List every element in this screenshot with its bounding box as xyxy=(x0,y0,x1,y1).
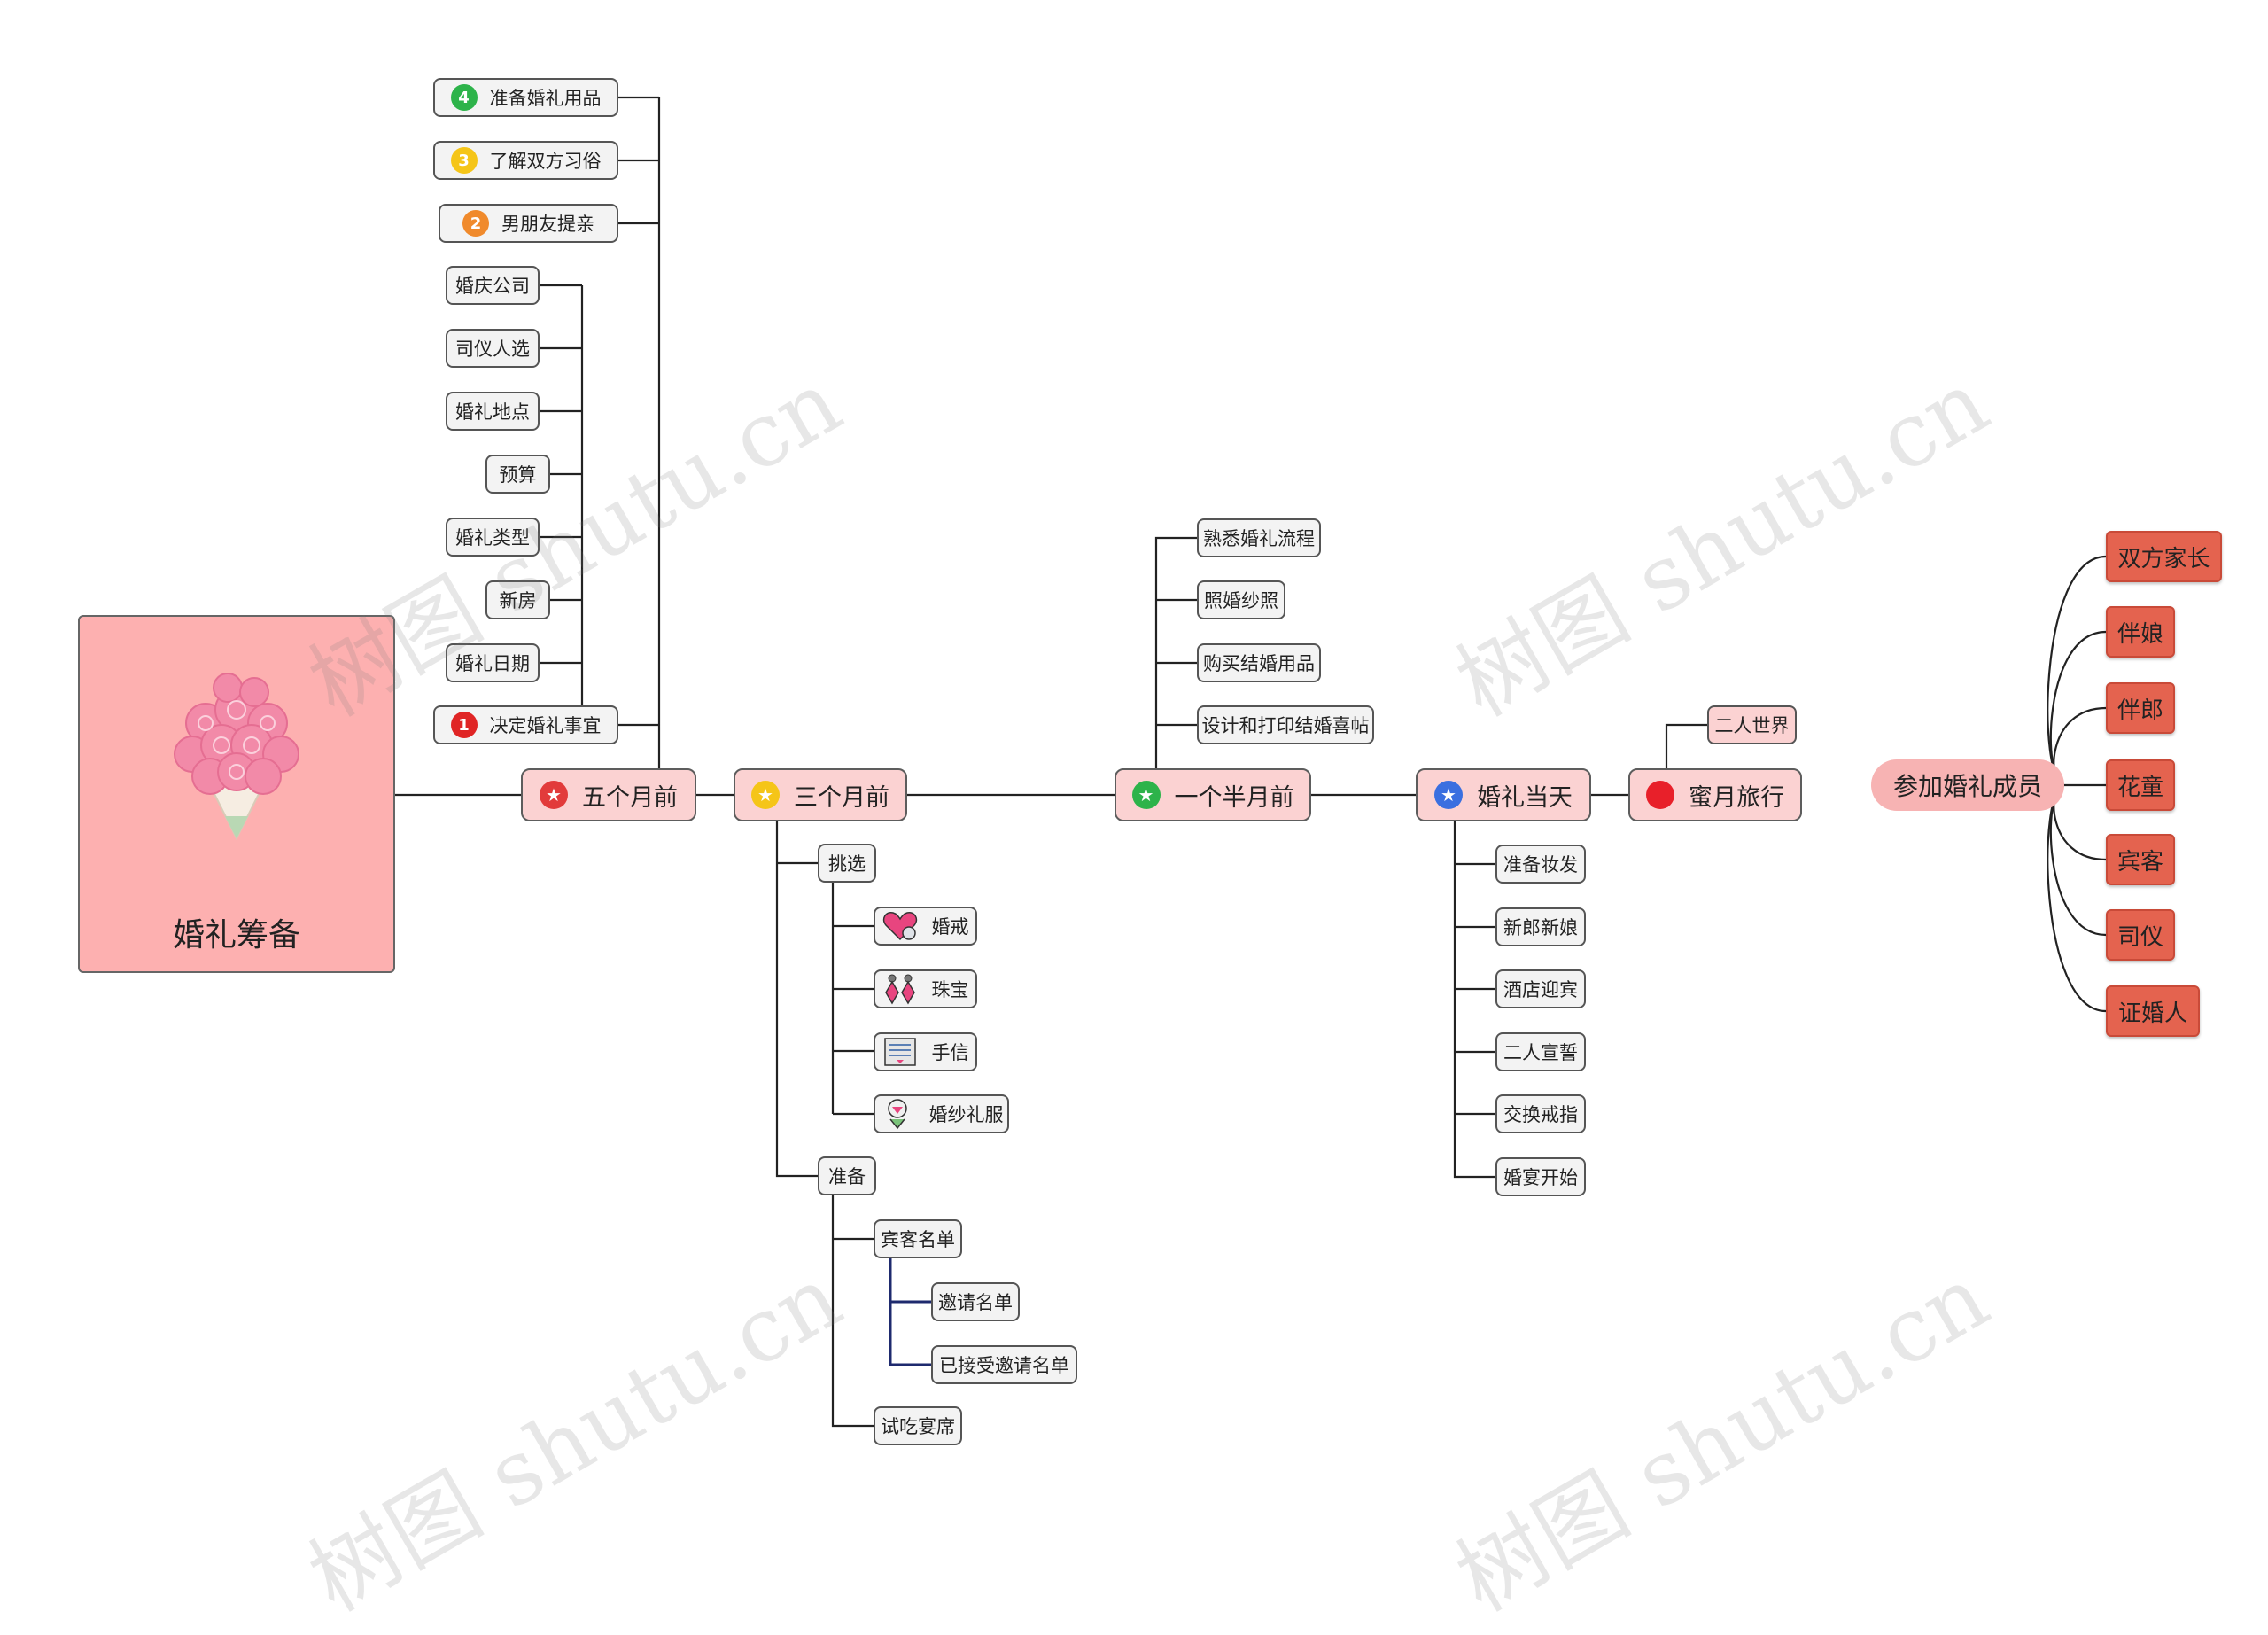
accepted-invite-list[interactable]: 已接受邀请名单 xyxy=(931,1345,1077,1384)
wedding-dress-icon xyxy=(880,1098,915,1130)
topic-five-months[interactable]: ★ 五个月前 xyxy=(521,768,696,821)
wedding-day-item[interactable]: 新郎新娘 xyxy=(1495,907,1586,946)
select-item-label: 手信 xyxy=(932,1039,969,1065)
decide-item[interactable]: 预算 xyxy=(485,455,550,494)
rose-bouquet-icon xyxy=(152,661,321,847)
priority-3-icon: 3 xyxy=(451,147,478,174)
decide-item[interactable]: 婚礼地点 xyxy=(446,392,540,431)
three-months-label: 三个月前 xyxy=(794,778,889,813)
topic-honeymoon[interactable]: 蜜月旅行 xyxy=(1628,768,1802,821)
members-topic[interactable]: 参加婚礼成员 xyxy=(1871,759,2064,811)
wedding-day-item[interactable]: 交换戒指 xyxy=(1495,1094,1586,1133)
gift-box-icon xyxy=(882,1036,918,1068)
decide-item[interactable]: 新房 xyxy=(485,580,550,619)
decide-item[interactable]: 司仪人选 xyxy=(446,329,540,368)
priority-1-icon: 1 xyxy=(451,712,478,738)
member-item[interactable]: 证婚人 xyxy=(2106,985,2200,1037)
decide-item[interactable]: 婚庆公司 xyxy=(446,266,540,305)
task-prepare-supplies[interactable]: 4 准备婚礼用品 xyxy=(433,78,618,117)
select-item-label: 珠宝 xyxy=(932,976,969,1002)
task-label: 男朋友提亲 xyxy=(501,210,594,237)
task-label: 决定婚礼事宜 xyxy=(490,712,602,738)
select-gift[interactable]: 手信 xyxy=(874,1032,977,1071)
select-dress[interactable]: 婚纱礼服 xyxy=(874,1094,1009,1133)
task-decide-matters[interactable]: 1 决定婚礼事宜 xyxy=(433,705,618,744)
one-half-item[interactable]: 购买结婚用品 xyxy=(1197,643,1321,682)
yellow-star-icon: ★ xyxy=(751,781,780,809)
decide-item[interactable]: 婚礼类型 xyxy=(446,518,540,557)
one-half-item[interactable]: 照婚纱照 xyxy=(1197,580,1285,619)
member-item[interactable]: 伴娘 xyxy=(2106,606,2175,658)
wedding-day-item[interactable]: 准备妆发 xyxy=(1495,845,1586,884)
prepare-group[interactable]: 准备 xyxy=(818,1156,876,1195)
topic-wedding-day[interactable]: ★ 婚礼当天 xyxy=(1416,768,1591,821)
green-star-icon: ★ xyxy=(1132,781,1161,809)
select-ring[interactable]: 婚戒 xyxy=(874,907,977,946)
wedding-day-item[interactable]: 婚宴开始 xyxy=(1495,1157,1586,1196)
task-proposal[interactable]: 2 男朋友提亲 xyxy=(439,204,618,243)
select-jewelry[interactable]: 珠宝 xyxy=(874,969,977,1008)
red-star-icon: ★ xyxy=(540,781,568,809)
invite-list[interactable]: 邀请名单 xyxy=(931,1282,1020,1321)
one-half-item[interactable]: 设计和打印结婚喜帖 xyxy=(1197,705,1374,744)
wedding-day-item[interactable]: 酒店迎宾 xyxy=(1495,969,1586,1008)
member-item[interactable]: 伴郎 xyxy=(2106,682,2175,734)
select-item-label: 婚戒 xyxy=(932,913,969,939)
task-label: 了解双方习俗 xyxy=(490,147,602,174)
banquet-tasting[interactable]: 试吃宴席 xyxy=(874,1406,962,1445)
task-learn-customs[interactable]: 3 了解双方习俗 xyxy=(433,141,618,180)
blue-star-icon: ★ xyxy=(1434,781,1463,809)
honeymoon-label: 蜜月旅行 xyxy=(1689,778,1784,813)
mind-map-canvas: 婚礼筹备 ★ 五个月前 4 准备婚礼用品 3 了解双方习俗 2 男朋友提亲 1 … xyxy=(0,0,2268,1506)
member-item[interactable]: 宾客 xyxy=(2106,834,2175,885)
one-half-months-label: 一个半月前 xyxy=(1175,778,1294,813)
five-months-label: 五个月前 xyxy=(582,778,678,813)
red-dot-icon xyxy=(1646,781,1674,809)
member-item[interactable]: 司仪 xyxy=(2106,909,2175,961)
guest-list[interactable]: 宾客名单 xyxy=(874,1219,962,1258)
root-topic[interactable]: 婚礼筹备 xyxy=(78,615,395,973)
one-half-item[interactable]: 熟悉婚礼流程 xyxy=(1197,518,1321,557)
member-item[interactable]: 双方家长 xyxy=(2106,531,2222,582)
select-item-label: 婚纱礼服 xyxy=(929,1101,1004,1127)
task-label: 准备婚礼用品 xyxy=(490,84,602,111)
decide-item[interactable]: 婚礼日期 xyxy=(446,643,540,682)
wedding-day-item[interactable]: 二人宣誓 xyxy=(1495,1032,1586,1071)
priority-2-icon: 2 xyxy=(462,210,489,237)
member-item[interactable]: 花童 xyxy=(2106,759,2175,811)
topic-one-half-months[interactable]: ★ 一个半月前 xyxy=(1115,768,1311,821)
heart-ring-icon xyxy=(882,910,918,942)
root-label: 婚礼筹备 xyxy=(173,909,300,955)
priority-4-icon: 4 xyxy=(451,84,478,111)
honeymoon-item[interactable]: 二人世界 xyxy=(1707,705,1797,744)
topic-three-months[interactable]: ★ 三个月前 xyxy=(734,768,907,821)
wedding-day-label: 婚礼当天 xyxy=(1477,778,1573,813)
earrings-icon xyxy=(882,973,918,1005)
select-group[interactable]: 挑选 xyxy=(818,844,876,883)
